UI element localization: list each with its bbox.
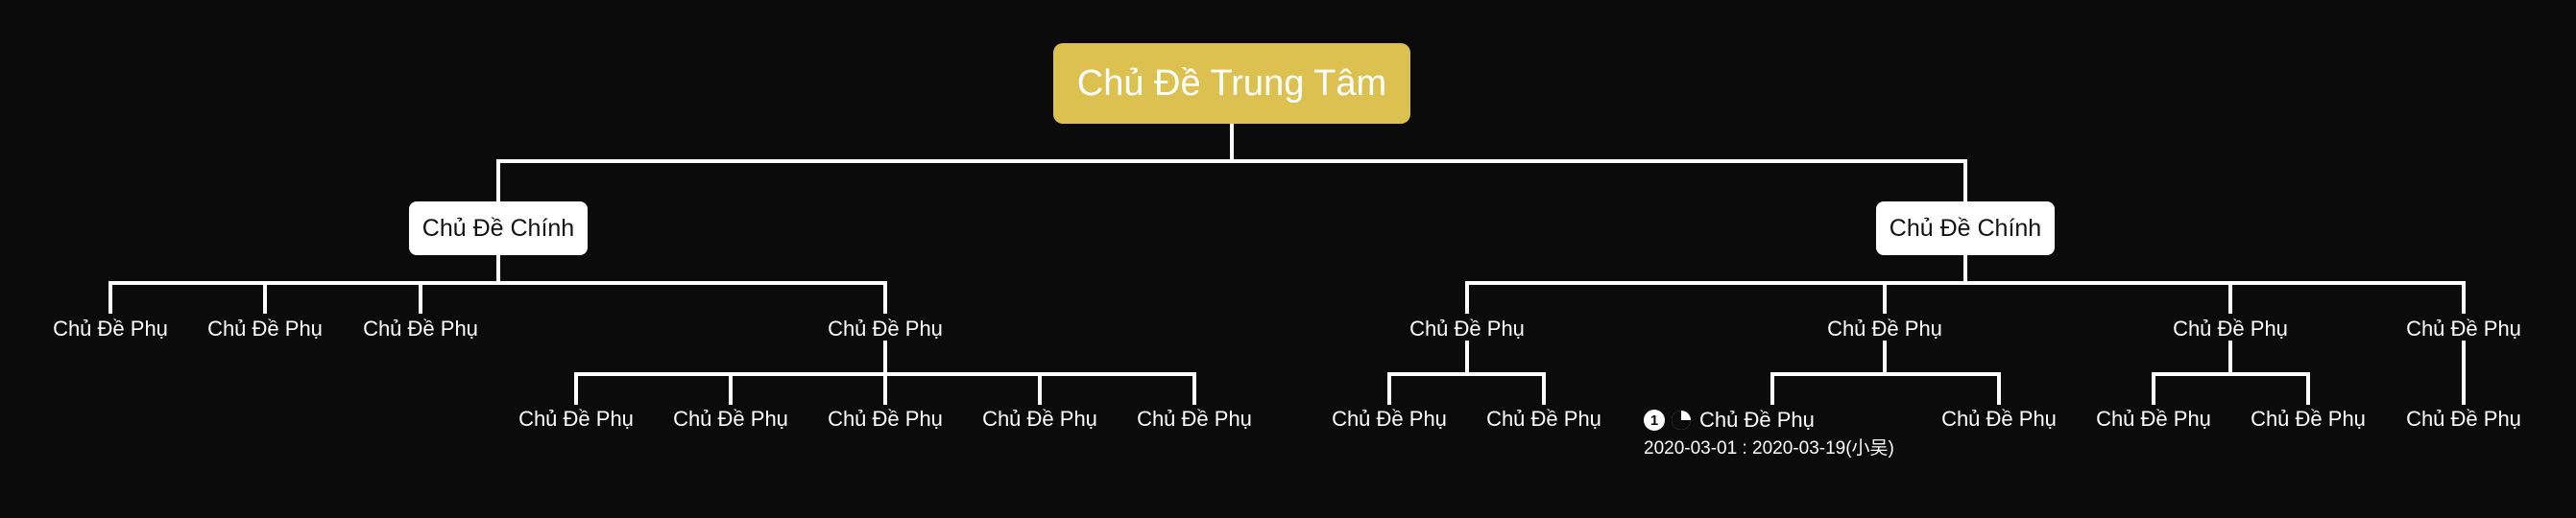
subtopic-left-4-child-5[interactable]: Chủ Đề Phụ: [1137, 407, 1252, 431]
subtopic-right-1-child-1[interactable]: Chủ Đề Phụ: [1332, 407, 1447, 431]
subtopic-left-4-child-3[interactable]: Chủ Đề Phụ: [828, 407, 943, 431]
task-subtopic[interactable]: 1 Chủ Đề Phụ: [1644, 405, 1815, 436]
subtopic-left-4[interactable]: Chủ Đề Phụ: [828, 317, 943, 341]
subtopic-right-3-child-2[interactable]: Chủ Đề Phụ: [2251, 407, 2366, 431]
subtopic-left-3[interactable]: Chủ Đề Phụ: [363, 317, 478, 341]
subtopic-right-2-child-2[interactable]: Chủ Đề Phụ: [1941, 407, 2057, 431]
subtopic-right-1[interactable]: Chủ Đề Phụ: [1409, 317, 1525, 341]
main-topic-left[interactable]: Chủ Đề Chính: [409, 201, 588, 255]
subtopic-right-3[interactable]: Chủ Đề Phụ: [2173, 317, 2288, 341]
task-date-range: 2020-03-01 : 2020-03-19(小吴): [1644, 438, 1894, 459]
subtopic-left-1[interactable]: Chủ Đề Phụ: [53, 317, 168, 341]
subtopic-right-4[interactable]: Chủ Đề Phụ: [2406, 317, 2521, 341]
subtopic-right-3-child-1[interactable]: Chủ Đề Phụ: [2096, 407, 2211, 431]
subtopic-right-2[interactable]: Chủ Đề Phụ: [1827, 317, 1942, 341]
subtopic-left-2[interactable]: Chủ Đề Phụ: [207, 317, 323, 341]
task-subtopic-label: Chủ Đề Phụ: [1699, 408, 1815, 432]
priority-1-icon: 1: [1644, 410, 1665, 431]
subtopic-right-1-child-2[interactable]: Chủ Đề Phụ: [1486, 407, 1601, 431]
central-topic[interactable]: Chủ Đề Trung Tâm: [1053, 43, 1410, 124]
progress-three-quarter-icon: [1672, 411, 1691, 430]
subtopic-left-4-child-2[interactable]: Chủ Đề Phụ: [673, 407, 788, 431]
subtopic-right-4-child-1[interactable]: Chủ Đề Phụ: [2406, 407, 2521, 431]
main-topic-right[interactable]: Chủ Đề Chính: [1876, 201, 2055, 255]
subtopic-left-4-child-1[interactable]: Chủ Đề Phụ: [518, 407, 634, 431]
subtopic-left-4-child-4[interactable]: Chủ Đề Phụ: [982, 407, 1097, 431]
